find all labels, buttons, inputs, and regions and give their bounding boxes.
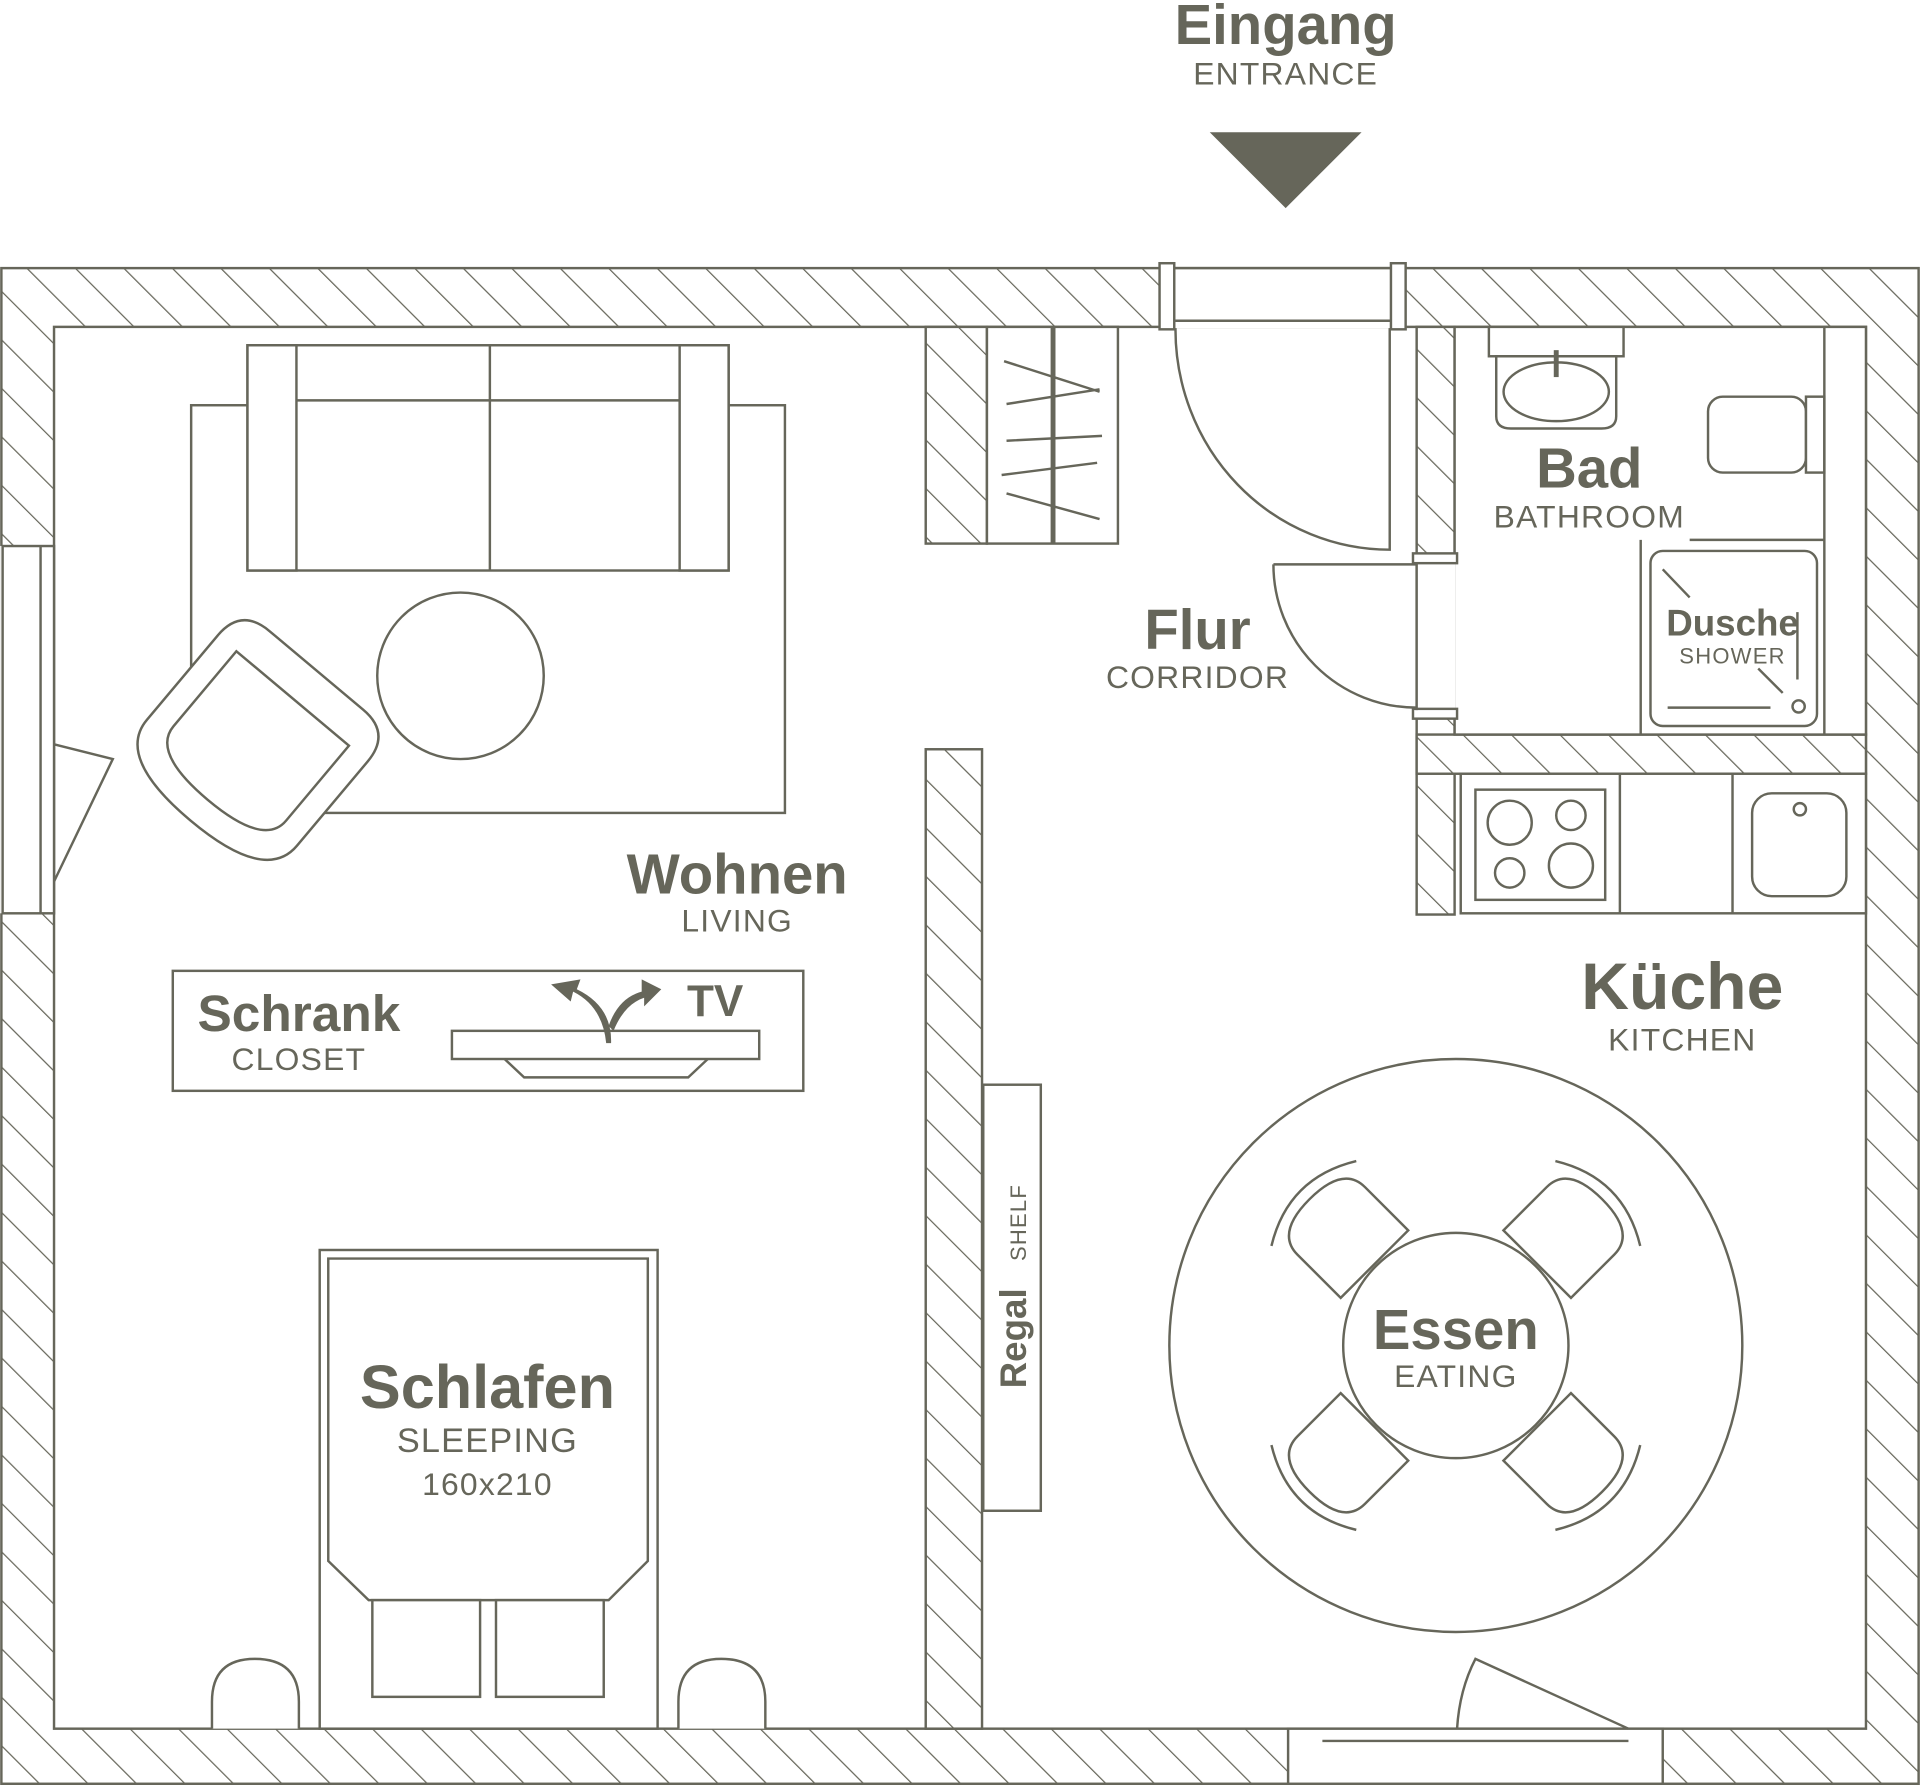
bed — [210, 1248, 767, 1730]
swivel-arrows-icon — [551, 979, 662, 1044]
living-title: Wohnen — [627, 843, 848, 906]
eating-subtitle: EATING — [1394, 1358, 1517, 1394]
shelf-title: Regal — [993, 1288, 1034, 1388]
bed-size: 160x210 — [422, 1466, 553, 1502]
nightstand — [677, 1657, 767, 1729]
sink-icon — [1750, 792, 1848, 898]
nightstand — [210, 1657, 301, 1729]
sofa — [246, 344, 730, 572]
shelf-subtitle: SHELF — [1006, 1184, 1031, 1261]
bathroom-door[interactable] — [1272, 552, 1459, 720]
entrance-arrow-icon — [1209, 132, 1362, 209]
entrance-title: Eingang — [1175, 0, 1397, 56]
pillow — [494, 1598, 605, 1699]
closet-title: Schrank — [197, 984, 400, 1042]
corridor-subtitle: CORRIDOR — [1106, 659, 1289, 695]
corridor-wardrobe — [985, 325, 1120, 545]
shelf — [982, 1083, 1043, 1512]
bathroom-title: Bad — [1536, 436, 1642, 499]
coffee-table — [376, 591, 545, 761]
entrance-door[interactable] — [1158, 261, 1407, 551]
kitchen-title: Küche — [1581, 950, 1783, 1024]
shower-title: Dusche — [1666, 602, 1799, 643]
sleeping-subtitle: SLEEPING — [397, 1422, 578, 1460]
shower-subtitle: SHOWER — [1679, 644, 1785, 669]
closet-subtitle: CLOSET — [232, 1041, 367, 1077]
bathroom-subtitle: BATHROOM — [1494, 499, 1685, 535]
bathroom-fixtures — [1487, 325, 1826, 735]
living-furniture — [136, 344, 787, 861]
kitchen-counter — [1459, 772, 1868, 915]
pillow — [371, 1598, 482, 1699]
dining-set — [1168, 1057, 1744, 1634]
tv-title: TV — [687, 977, 744, 1026]
corridor-title: Flur — [1144, 598, 1250, 661]
entrance-subtitle: ENTRANCE — [1193, 55, 1378, 91]
chair — [1270, 1391, 1410, 1532]
left-window[interactable] — [0, 544, 115, 915]
chair — [1501, 1159, 1642, 1300]
chair — [1501, 1391, 1642, 1532]
eating-title: Essen — [1373, 1298, 1539, 1361]
living-subtitle: LIVING — [681, 903, 793, 939]
kitchen-subtitle: KITCHEN — [1608, 1021, 1756, 1057]
sleeping-title: Schlafen — [360, 1353, 615, 1421]
armchair — [136, 619, 380, 861]
dining-table — [1341, 1231, 1570, 1460]
chair — [1270, 1159, 1410, 1300]
balcony-door[interactable] — [1286, 1657, 1664, 1785]
